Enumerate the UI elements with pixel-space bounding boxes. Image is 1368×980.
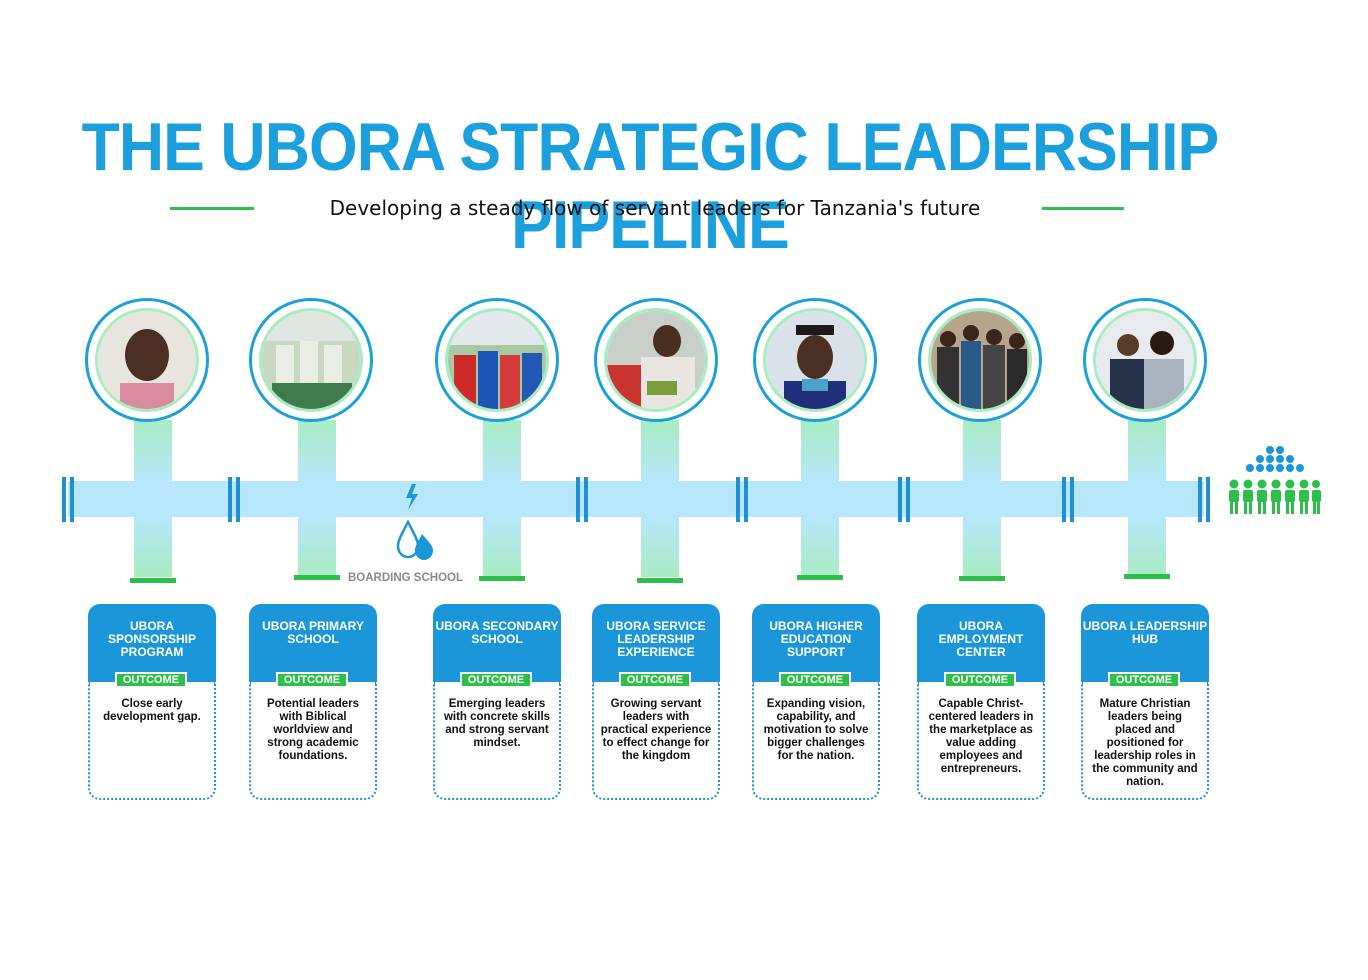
title-rule-left [170, 207, 254, 210]
pipe-cap-6 [959, 576, 1005, 581]
pipe-branch-bottom-1 [134, 517, 172, 577]
stage-photo-3 [435, 298, 559, 422]
outcome-badge: OUTCOME [115, 672, 187, 688]
outcome-badge: OUTCOME [276, 672, 348, 688]
pipe-branch-top-1 [134, 420, 172, 482]
pipe-branch-bottom-5 [801, 517, 839, 577]
stage-title: UBORA SERVICE LEADERSHIP EXPERIENCE [592, 604, 720, 682]
stage-photo-5 [753, 298, 877, 422]
pipe-cap-2 [294, 575, 340, 580]
stage-outcome: Potential leaders with Biblical worldvie… [249, 682, 377, 800]
stage-outcome: Growing servant leaders with practical e… [592, 682, 720, 800]
stage-card-6: UBORA EMPLOYMENT CENTER OUTCOME Capable … [917, 604, 1045, 800]
pipe-flange [576, 477, 588, 522]
pipe-branch-top-3 [483, 420, 521, 482]
pipe-branch-top-4 [641, 420, 679, 482]
stage-outcome: Close early development gap. [88, 682, 216, 800]
pipe-flange [736, 477, 748, 522]
stage-title: UBORA HIGHER EDUCATION SUPPORT [752, 604, 880, 682]
stage-card-7: UBORA LEADERSHIP HUB OUTCOME Mature Chri… [1081, 604, 1209, 800]
pipe-flange [1062, 477, 1074, 522]
pipe-flange [898, 477, 910, 522]
pipe-branch-bottom-2 [298, 517, 336, 577]
people-crowd-icon [1226, 444, 1322, 529]
stage-title: UBORA LEADERSHIP HUB [1081, 604, 1209, 682]
pipe-branch-bottom-7 [1128, 517, 1166, 577]
water-drop-icon [396, 484, 434, 575]
pipe-cap-7 [1124, 574, 1170, 579]
outcome-badge: OUTCOME [1108, 672, 1180, 688]
outcome-badge: OUTCOME [779, 672, 851, 688]
stage-photo-4 [594, 298, 718, 422]
pipe-cap-5 [797, 575, 843, 580]
stage-outcome: Mature Christian leaders being placed an… [1081, 682, 1209, 800]
stage-outcome: Emerging leaders with concrete skills an… [433, 682, 561, 800]
pipe-branch-bottom-6 [963, 517, 1001, 577]
pipe-flange [228, 477, 240, 522]
stage-card-2: UBORA PRIMARY SCHOOL OUTCOME Potential l… [249, 604, 377, 800]
pipe-cap-3 [479, 576, 525, 581]
pipe-branch-bottom-4 [641, 517, 679, 577]
pipe-branch-top-2 [298, 420, 336, 482]
stage-outcome: Capable Christ-centered leaders in the m… [917, 682, 1045, 800]
pipe-cap-1 [130, 578, 176, 583]
stage-title: UBORA PRIMARY SCHOOL [249, 604, 377, 682]
page-subtitle: Developing a steady flow of servant lead… [329, 196, 981, 220]
pipe-branch-bottom-3 [483, 517, 521, 577]
outcome-badge: OUTCOME [944, 672, 1016, 688]
pipe-branch-top-5 [801, 420, 839, 482]
stage-card-3: UBORA SECONDARY SCHOOL OUTCOME Emerging … [433, 604, 561, 800]
pipe-flange [62, 477, 74, 522]
main-pipe [68, 481, 1204, 517]
outcome-badge: OUTCOME [619, 672, 691, 688]
page-title: THE UBORA STRATEGIC LEADERSHIP PIPELINE [81, 109, 1220, 263]
stage-card-5: UBORA HIGHER EDUCATION SUPPORT OUTCOME E… [752, 604, 880, 800]
outcome-badge: OUTCOME [460, 672, 532, 688]
stage-photo-6 [918, 298, 1042, 422]
stage-title: UBORA SECONDARY SCHOOL [433, 604, 561, 682]
stage-outcome: Expanding vision, capability, and motiva… [752, 682, 880, 800]
boarding-school-label: BOARDING SCHOOL [348, 572, 463, 584]
stage-photo-7 [1083, 298, 1207, 422]
stage-card-4: UBORA SERVICE LEADERSHIP EXPERIENCE OUTC… [592, 604, 720, 800]
stage-photo-1 [85, 298, 209, 422]
stage-card-1: UBORA SPONSORSHIP PROGRAM OUTCOME Close … [88, 604, 216, 800]
stage-photo-2 [249, 298, 373, 422]
stage-title: UBORA SPONSORSHIP PROGRAM [88, 604, 216, 682]
pipe-cap-4 [637, 578, 683, 583]
pipe-flange [1198, 477, 1210, 522]
title-rule-right [1042, 207, 1124, 210]
pipe-branch-top-6 [963, 420, 1001, 482]
pipe-branch-top-7 [1128, 420, 1166, 482]
stage-title: UBORA EMPLOYMENT CENTER [917, 604, 1045, 682]
